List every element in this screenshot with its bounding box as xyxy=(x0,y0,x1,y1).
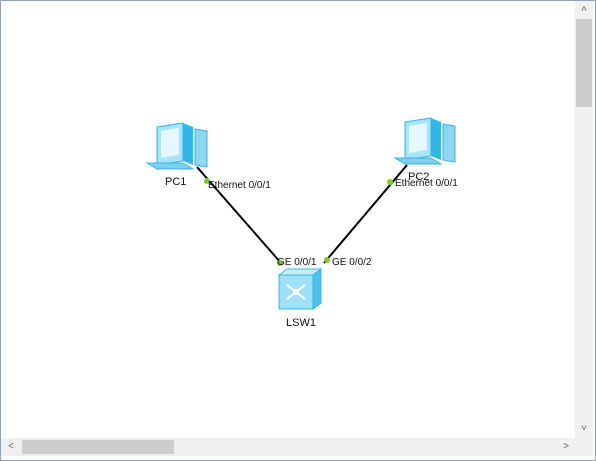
port-dot-lsw1-ge001 xyxy=(277,260,283,266)
pc2-port-label: Ethernet 0/0/1 xyxy=(395,178,458,189)
vertical-scroll-thumb[interactable] xyxy=(576,19,592,107)
port-dot-pc1 xyxy=(204,178,210,184)
scroll-left-arrow[interactable]: < xyxy=(8,441,14,452)
scroll-right-arrow[interactable]: > xyxy=(563,441,569,452)
topology-canvas[interactable]: PC1 PC2 LSW1 Ethernet 0/0/1 GE 0/0/1 Eth… xyxy=(1,1,575,438)
port-dot-lsw1-ge002 xyxy=(324,257,330,263)
topology-diagram xyxy=(145,117,456,310)
scrollbar-corner xyxy=(575,438,593,456)
port-dot-pc2 xyxy=(387,179,393,185)
lsw1-ge001-label: GE 0/0/1 xyxy=(277,257,317,268)
lsw1-icon[interactable] xyxy=(277,268,323,310)
vertical-scrollbar[interactable] xyxy=(575,1,593,438)
pc1-label: PC1 xyxy=(165,176,187,188)
scroll-down-arrow[interactable]: ˅ xyxy=(581,423,587,434)
horizontal-scroll-thumb[interactable] xyxy=(22,440,174,454)
pc2-label: PC2 xyxy=(408,171,430,183)
pc1-port-label: Ethernet 0/0/1 xyxy=(208,180,271,191)
link-pc1-lsw1[interactable] xyxy=(196,166,282,264)
link-pc2-lsw1[interactable] xyxy=(323,164,408,264)
lsw1-label: LSW1 xyxy=(286,317,316,329)
scroll-up-arrow[interactable]: ˄ xyxy=(581,4,587,15)
lsw1-ge002-label: GE 0/0/2 xyxy=(332,257,372,268)
pc1-icon[interactable] xyxy=(145,122,208,170)
pc2-icon[interactable] xyxy=(393,117,456,165)
